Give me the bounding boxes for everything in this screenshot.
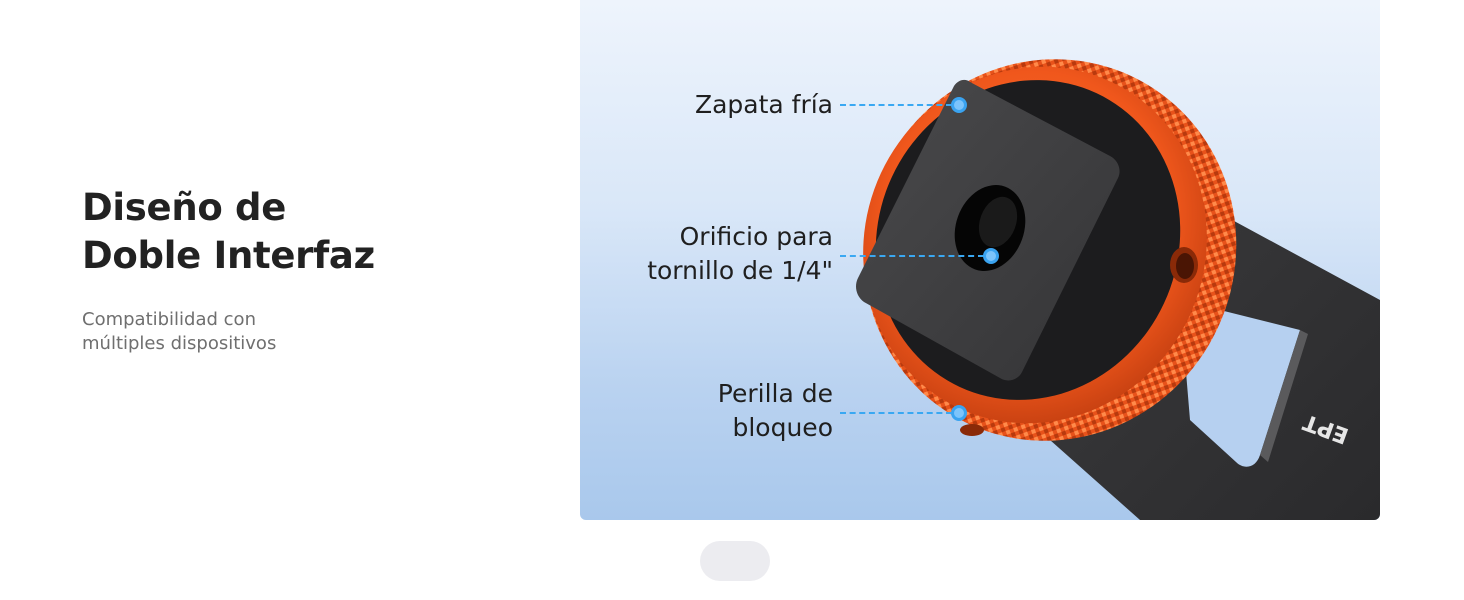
feature-subtitle-line-1: Compatibilidad con bbox=[82, 309, 256, 330]
callout-marker-cold-shoe[interactable] bbox=[951, 97, 967, 113]
callout-label-screw-hole: Orificio para tornillo de 1/4" bbox=[600, 220, 833, 288]
feature-title-line-1: Diseño de bbox=[82, 186, 287, 229]
callout-text-line-1: Perilla de bbox=[717, 379, 833, 408]
callout-line-cold-shoe bbox=[840, 104, 952, 106]
callout-text-line-1: Orificio para bbox=[679, 222, 833, 251]
callout-label-cold-shoe: Zapata fría bbox=[600, 88, 833, 122]
carousel-indicator-active[interactable] bbox=[700, 541, 770, 581]
product-image-panel: EPT bbox=[580, 0, 1380, 520]
feature-title: Diseño de Doble Interfaz bbox=[82, 184, 442, 280]
feature-subtitle: Compatibilidad con múltiples dispositivo… bbox=[82, 308, 442, 356]
callout-text-line-2: bloqueo bbox=[732, 413, 833, 442]
feature-subtitle-line-2: múltiples dispositivos bbox=[82, 333, 277, 354]
callout-line-screw-hole bbox=[840, 255, 984, 257]
cold-shoe-plate bbox=[856, 79, 1120, 381]
callout-text-line-2: tornillo de 1/4" bbox=[647, 256, 833, 285]
feature-title-line-2: Doble Interfaz bbox=[82, 234, 375, 277]
callout-text: Zapata fría bbox=[694, 90, 833, 119]
callout-marker-screw-hole[interactable] bbox=[983, 248, 999, 264]
callout-label-lock-knob: Perilla de bloqueo bbox=[600, 377, 833, 445]
feature-text-block: Diseño de Doble Interfaz Compatibilidad … bbox=[82, 184, 442, 356]
callout-line-lock-knob bbox=[840, 412, 952, 414]
callout-marker-lock-knob[interactable] bbox=[951, 405, 967, 421]
cold-shoe-mount-illustration: EPT bbox=[856, 59, 1380, 520]
